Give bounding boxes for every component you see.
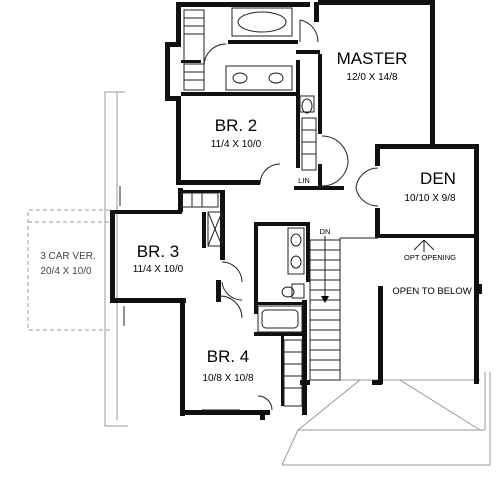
window-marks (119, 186, 479, 411)
br3-dims: 11/4 X 10/0 (133, 264, 184, 275)
stair-down-label: DN (320, 227, 331, 236)
opt-opening-marks (413, 239, 435, 252)
br2-label: BR. 2 (215, 116, 258, 135)
staircase (309, 236, 378, 381)
veranda-label: 3 CAR VER. (40, 251, 96, 262)
den-dims: 10/10 X 9/8 (404, 193, 456, 204)
br3-label: BR. 3 (137, 242, 180, 261)
bath-fixtures (207, 7, 315, 333)
master-dims: 12/0 X 14/8 (346, 72, 398, 83)
open-to-below-label: OPEN TO BELOW (392, 286, 471, 297)
br4-dims: 10/8 X 10/8 (202, 373, 254, 384)
doors (203, 19, 379, 411)
br2-dims: 11/4 X 10/0 (211, 139, 262, 150)
master-label: MASTER (337, 49, 408, 68)
linen-label: LIN (298, 176, 310, 185)
interior-walls (180, 40, 344, 406)
exterior-walls (110, 0, 482, 420)
closets (181, 9, 317, 407)
den-label: DEN (420, 169, 456, 188)
veranda-dims: 20/4 X 10/0 (40, 266, 92, 277)
veranda-outline (27, 209, 110, 331)
br4-label: BR. 4 (207, 347, 250, 366)
opt-opening-label: OPT OPENING (404, 253, 456, 262)
